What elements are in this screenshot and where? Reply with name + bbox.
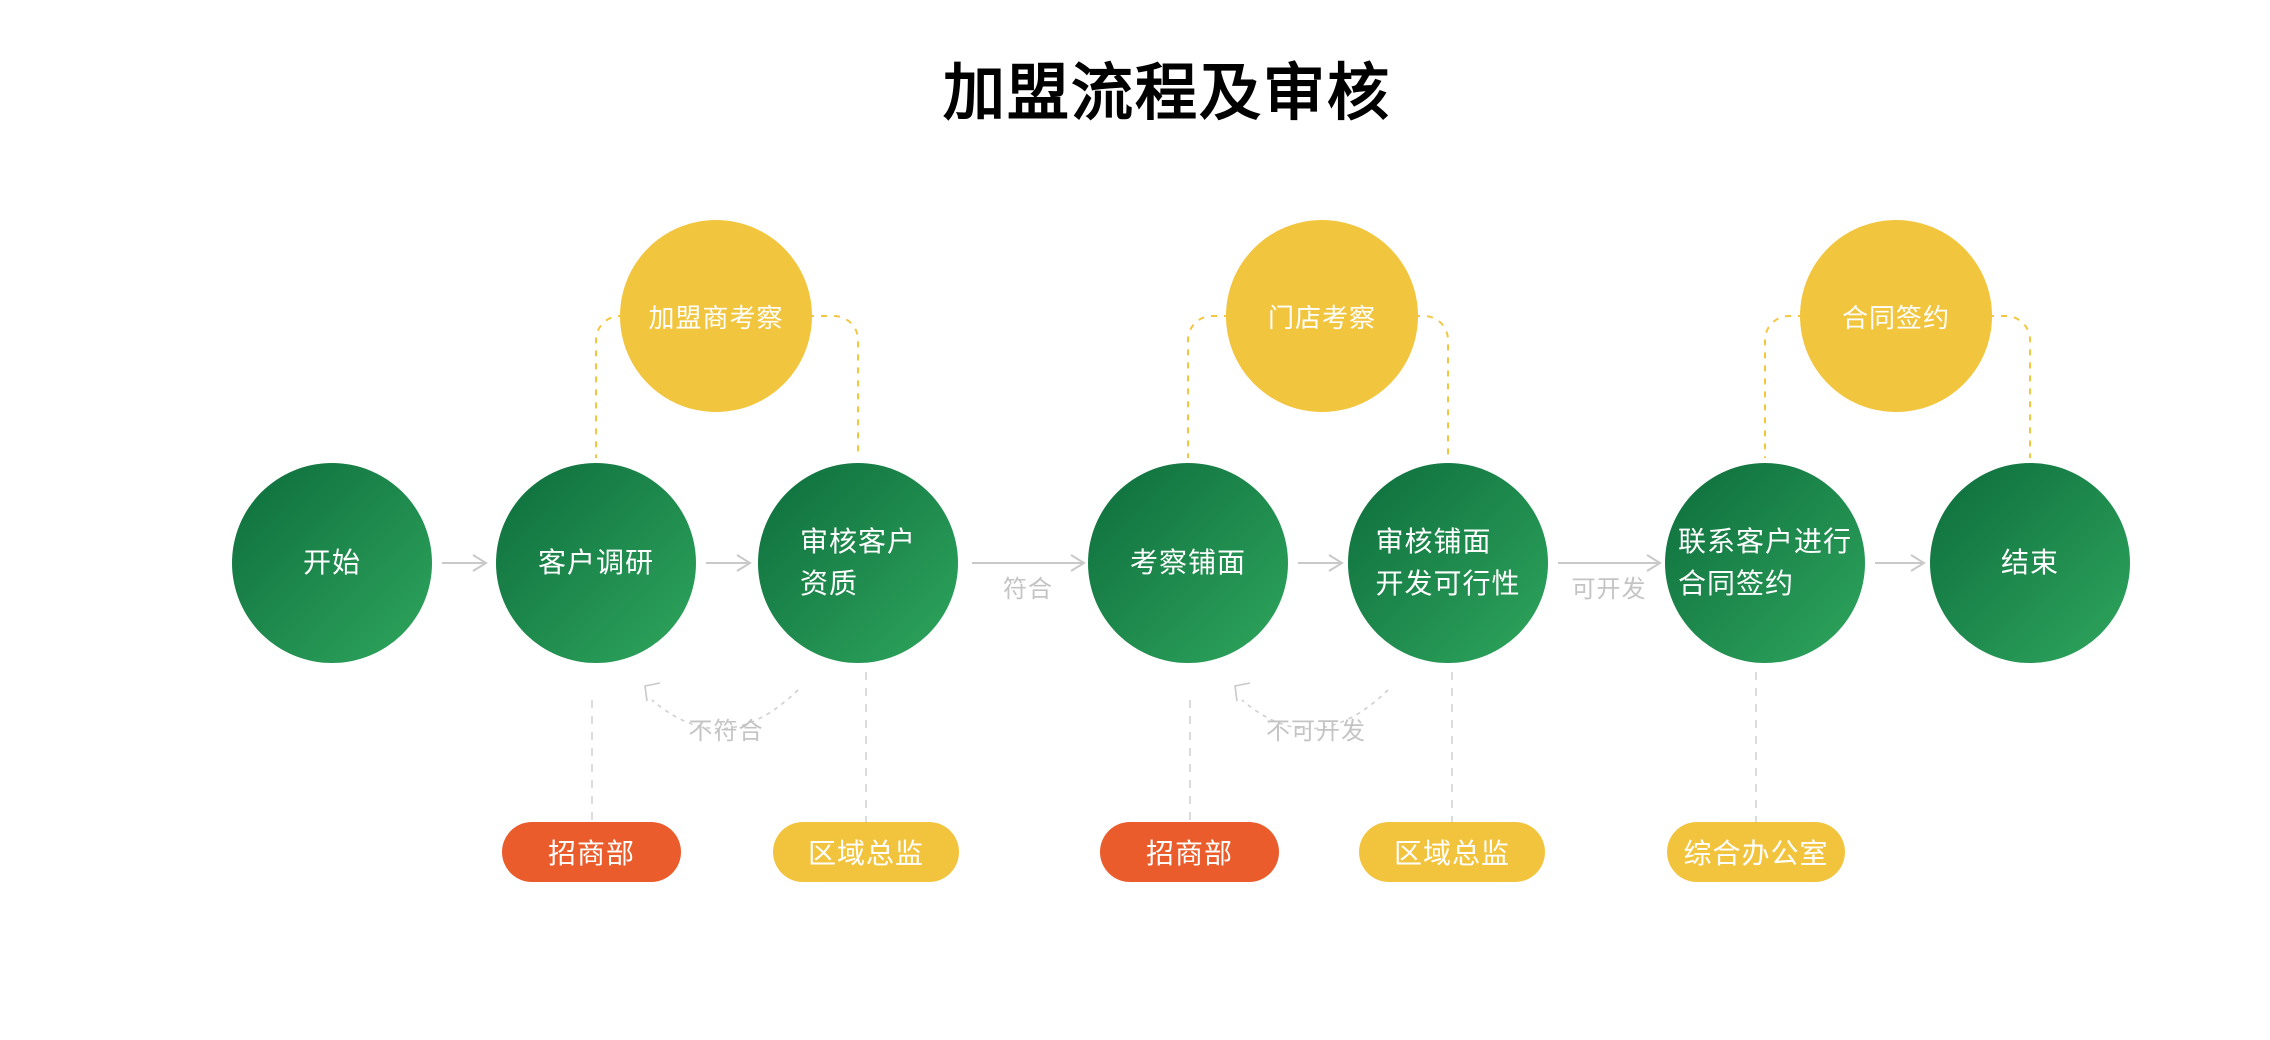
step-label: 联系客户进行 合同签约 bbox=[1677, 526, 1852, 599]
phase-franchisee-inspection: 加盟商考察 bbox=[620, 220, 812, 412]
page-title: 加盟流程及审核 bbox=[942, 59, 1391, 128]
flow-step-start: 开始 bbox=[232, 463, 432, 663]
step-label: 开始 bbox=[302, 547, 361, 578]
loop-qualification-fail-arrowhead bbox=[644, 682, 661, 702]
edge-label-qualification-fail: 不符合 bbox=[688, 718, 764, 745]
loop-development-fail-arrowhead bbox=[1234, 682, 1251, 702]
flow-step-review-customer-qualification: 审核客户 资质 bbox=[758, 463, 958, 663]
phase-connector-1-right bbox=[808, 315, 859, 458]
step-label: 审核铺面 开发可行性 bbox=[1375, 526, 1521, 599]
phase-connector-3-left bbox=[1764, 315, 1804, 458]
flow-step-end: 结束 bbox=[1930, 463, 2130, 663]
flow-step-customer-research: 客户调研 bbox=[496, 463, 696, 663]
phase-label: 加盟商考察 bbox=[648, 302, 784, 333]
edge-label-development-fail: 不可开发 bbox=[1266, 718, 1366, 745]
owner-badge-merchants-dept-1: 招商部 bbox=[502, 822, 681, 882]
phase-connector-2-left bbox=[1187, 315, 1230, 458]
phase-connector-2-right bbox=[1414, 315, 1449, 458]
flow-arrow-1 bbox=[442, 554, 488, 572]
phase-label: 合同签约 bbox=[1841, 302, 1950, 333]
phase-contract-signing: 合同签约 bbox=[1800, 220, 1992, 412]
edge-label-qualification-pass: 符合 bbox=[1003, 576, 1053, 603]
owner-badge-general-office: 综合办公室 bbox=[1667, 822, 1845, 882]
owner-label: 区域总监 bbox=[807, 838, 924, 869]
step-label: 结束 bbox=[2000, 547, 2059, 578]
phase-connector-3-right bbox=[1988, 315, 2031, 458]
flow-step-inspect-storefront: 考察铺面 bbox=[1088, 463, 1288, 663]
flow-step-contact-customer-contract: 联系客户进行 合同签约 bbox=[1665, 463, 1865, 663]
loop-development-fail bbox=[1241, 689, 1389, 730]
flow-arrow-6 bbox=[1875, 554, 1926, 572]
phase-store-inspection: 门店考察 bbox=[1226, 220, 1418, 412]
phase-label: 门店考察 bbox=[1267, 302, 1376, 333]
loop-qualification-fail bbox=[651, 689, 799, 730]
owner-label: 区域总监 bbox=[1393, 838, 1510, 869]
owner-label: 招商部 bbox=[1145, 838, 1233, 869]
phase-connector-1-left bbox=[595, 315, 624, 458]
flow-arrow-2 bbox=[706, 554, 752, 572]
owner-label: 招商部 bbox=[547, 838, 635, 869]
step-label: 审核客户 资质 bbox=[799, 526, 916, 599]
flow-arrow-5 bbox=[1558, 554, 1662, 572]
step-label: 考察铺面 bbox=[1129, 547, 1246, 578]
edge-label-development-pass: 可开发 bbox=[1571, 576, 1647, 603]
flow-step-review-development-feasibility: 审核铺面 开发可行性 bbox=[1348, 463, 1548, 663]
owner-badge-merchants-dept-2: 招商部 bbox=[1100, 822, 1279, 882]
owner-badge-regional-director-2: 区域总监 bbox=[1359, 822, 1545, 882]
owner-badge-regional-director-1: 区域总监 bbox=[773, 822, 959, 882]
step-label: 客户调研 bbox=[537, 547, 654, 578]
flow-arrow-3 bbox=[972, 554, 1086, 572]
flow-arrow-4 bbox=[1298, 554, 1344, 572]
owner-label: 综合办公室 bbox=[1683, 838, 1829, 869]
